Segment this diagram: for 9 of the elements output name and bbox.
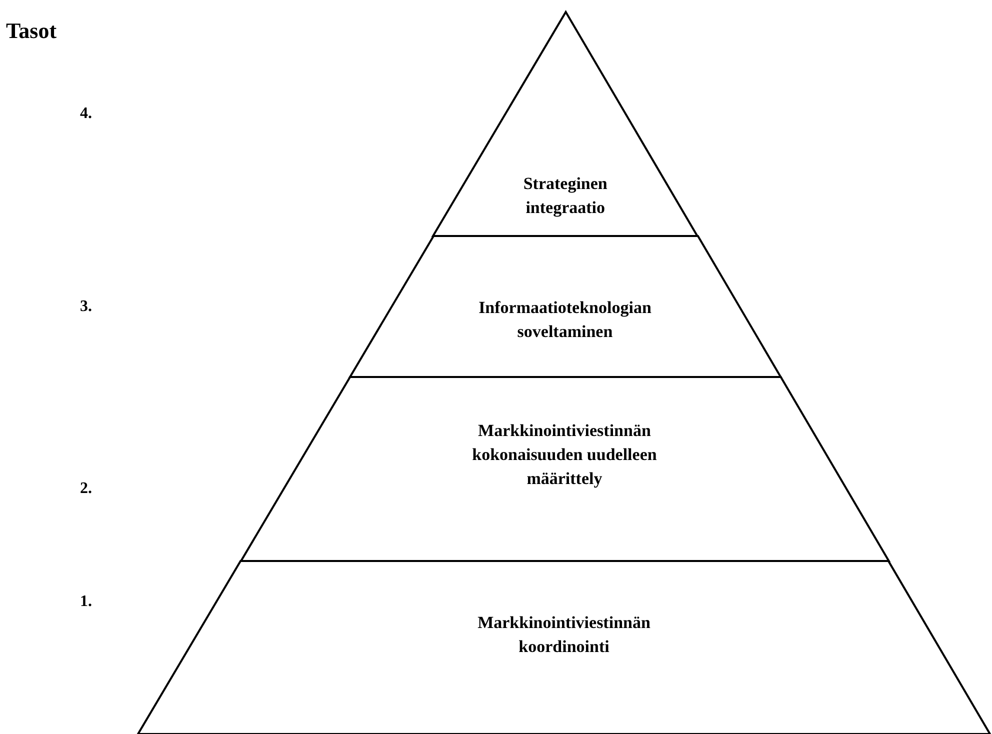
level-number: 3.	[80, 298, 92, 316]
level-number: 1.	[80, 593, 92, 611]
level-number: 2.	[80, 480, 92, 498]
column-heading: Tasot	[6, 18, 57, 44]
level-text: Strateginen integraatio	[522, 173, 608, 219]
level-text: Markkinointiviestinnän kokonaisuuden uudelleen määrittely	[471, 420, 658, 490]
level-text: Markkinointiviestinnän koordinointi	[476, 612, 652, 658]
level-text: Informaatioteknologian soveltaminen	[478, 297, 652, 343]
level-number: 4.	[80, 105, 92, 123]
